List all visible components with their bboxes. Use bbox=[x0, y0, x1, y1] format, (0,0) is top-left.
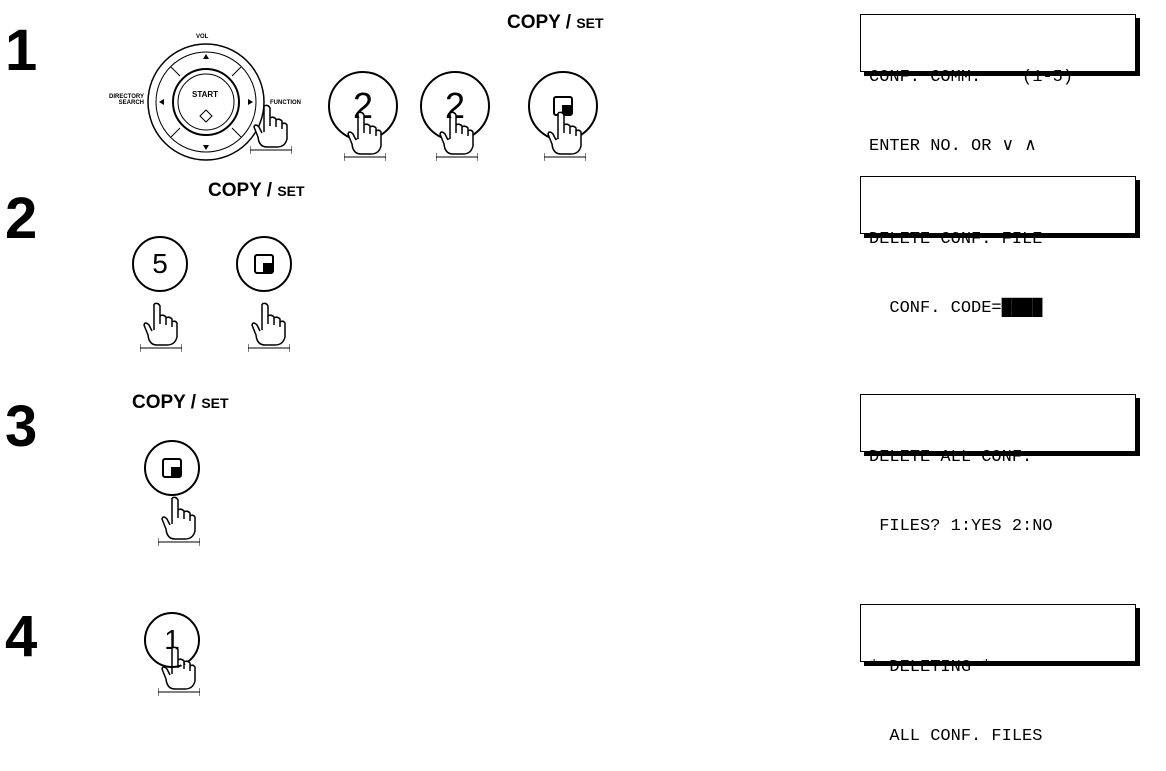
lcd-display-step-1: CONF. COMM. (1-5) ENTER NO. OR ∨ ∧ bbox=[860, 14, 1136, 156]
function-label: FUNCTION bbox=[270, 100, 301, 106]
copy-set-label: COPY / SET bbox=[507, 12, 604, 34]
pointing-hand-icon bbox=[436, 111, 478, 161]
key-5-label: 5 bbox=[152, 248, 168, 279]
copy-label-text: COPY / bbox=[208, 180, 278, 201]
step-number-3: 3 bbox=[5, 394, 38, 459]
start-label: START bbox=[192, 90, 219, 99]
lcd-display-step-4: * DELETING * ALL CONF. FILES bbox=[860, 604, 1136, 746]
set-label-text: SET bbox=[576, 15, 604, 31]
copy-set-button[interactable] bbox=[236, 236, 292, 292]
pointing-hand-icon bbox=[344, 111, 386, 161]
lcd-display-step-2: DELETE CONF. FILE CONF. CODE=████ bbox=[860, 176, 1136, 318]
lcd-line-2: CONF. CODE=████ bbox=[869, 299, 1043, 318]
copy-set-icon bbox=[254, 254, 274, 274]
copy-label-text: COPY / bbox=[132, 392, 202, 413]
step-number-1: 1 bbox=[5, 18, 38, 83]
lcd-line-2: FILES? 1:YES 2:NO bbox=[869, 517, 1053, 536]
directory-search-label: DIRECTORY SEARCH bbox=[88, 94, 144, 106]
copy-set-label: COPY / SET bbox=[208, 180, 305, 202]
vol-label: VOL bbox=[196, 34, 209, 40]
pointing-hand-icon bbox=[158, 646, 200, 696]
pointing-hand-icon bbox=[158, 496, 200, 546]
pointing-hand-icon bbox=[248, 302, 290, 352]
search-label: SEARCH bbox=[118, 100, 144, 106]
copy-set-label: COPY / SET bbox=[132, 392, 229, 414]
lcd-line-1: DELETE ALL CONF. bbox=[869, 448, 1033, 467]
copy-set-icon bbox=[162, 458, 182, 478]
directory-label: DIRECTORY bbox=[108, 94, 144, 100]
pointing-hand-icon bbox=[140, 302, 182, 352]
navigation-pad-icon bbox=[147, 43, 265, 161]
lcd-line-1: DELETE CONF. FILE bbox=[869, 230, 1043, 249]
pointing-hand-icon bbox=[544, 111, 586, 161]
key-5[interactable]: 5 bbox=[132, 236, 188, 292]
set-label-text: SET bbox=[201, 395, 229, 411]
pointing-hand-icon bbox=[250, 104, 292, 154]
lcd-line-2: ALL CONF. FILES bbox=[869, 727, 1043, 746]
navigation-pad[interactable]: VOL DIRECTORY SEARCH START FUNCTION bbox=[88, 18, 324, 168]
lcd-display-step-3: DELETE ALL CONF. FILES? 1:YES 2:NO bbox=[860, 394, 1136, 536]
lcd-line-1: CONF. COMM. (1-5) bbox=[869, 68, 1074, 87]
lcd-line-1: * DELETING * bbox=[869, 658, 992, 677]
copy-set-button[interactable] bbox=[144, 440, 200, 496]
copy-label-text: COPY / bbox=[507, 12, 577, 33]
lcd-line-2: ENTER NO. OR ∨ ∧ bbox=[869, 137, 1037, 156]
step-number-2: 2 bbox=[5, 186, 38, 251]
set-label-text: SET bbox=[277, 183, 305, 199]
step-number-4: 4 bbox=[5, 604, 38, 669]
